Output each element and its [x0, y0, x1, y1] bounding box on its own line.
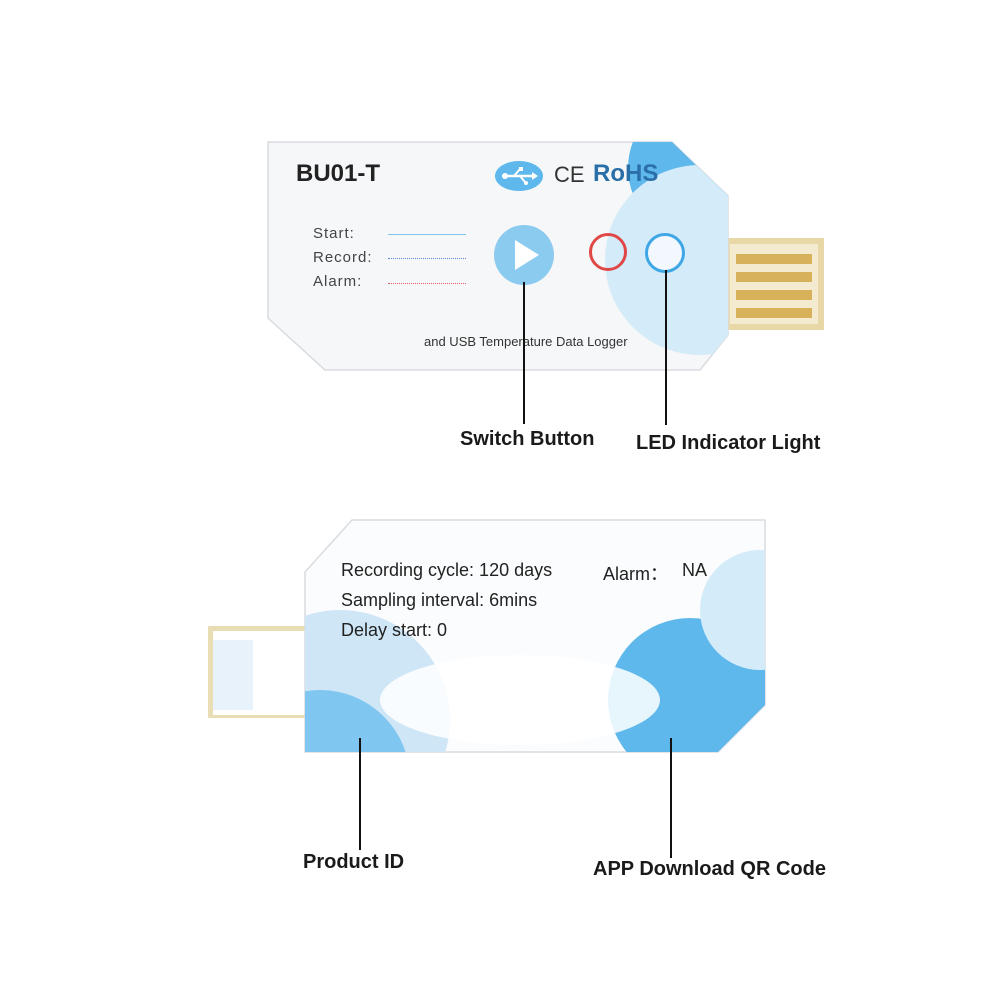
- legend-alarm-label: Alarm:: [313, 273, 363, 290]
- rohs-mark: RoHS: [593, 160, 659, 187]
- legend-record-line: [388, 258, 466, 259]
- switch-button-callout: Switch Button: [460, 428, 595, 450]
- product-id-callout: Product ID: [303, 851, 405, 873]
- usb-icon: [495, 161, 543, 191]
- legend-start-line: [388, 234, 466, 235]
- led-blue: [645, 233, 685, 273]
- usb-connector: [724, 238, 824, 330]
- qr-callout-line: [670, 738, 672, 858]
- recording-cycle: Recording cycle: 120 days: [341, 560, 553, 580]
- alarm-label: Alarm：: [603, 564, 669, 584]
- led-callout-line: [665, 270, 667, 425]
- legend-record-label: Record:: [313, 249, 373, 266]
- sampling-interval: Sampling interval: 6mins: [341, 590, 538, 610]
- switch-callout-line: [523, 282, 525, 424]
- delay-start: Delay start: 0: [341, 620, 448, 640]
- legend-start-label: Start:: [313, 225, 355, 242]
- led-indicator-callout: LED Indicator Light: [636, 432, 821, 454]
- alarm-value: NA: [682, 560, 708, 580]
- front-logger-card: [267, 141, 824, 371]
- model-number: BU01-T: [296, 160, 381, 187]
- led-red: [589, 233, 627, 271]
- qr-code-callout: APP Download QR Code: [593, 858, 826, 880]
- product-id-callout-line: [359, 738, 361, 850]
- product-tagline: and USB Temperature Data Logger: [424, 334, 628, 349]
- ce-mark: CE: [554, 162, 585, 187]
- back-logger-card: [208, 519, 766, 753]
- legend-alarm-line: [388, 283, 466, 284]
- play-icon: [515, 240, 539, 270]
- switch-button[interactable]: [493, 224, 555, 286]
